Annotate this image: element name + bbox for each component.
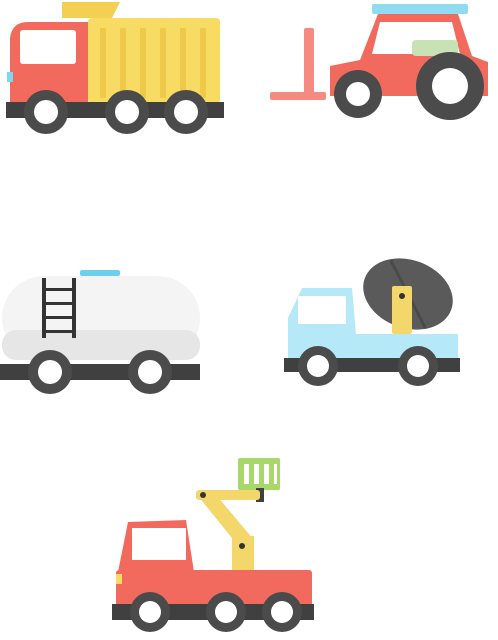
dump-truck xyxy=(6,2,224,134)
mixer-wheel xyxy=(398,346,438,386)
bucket-truck xyxy=(112,458,314,632)
tanker-wagon xyxy=(0,270,200,394)
tanker-wheel xyxy=(128,350,172,394)
dump-truck-wheel xyxy=(164,90,208,134)
tanker-wheel xyxy=(28,350,72,394)
ladder xyxy=(42,278,76,338)
bucket-truck-wheel xyxy=(130,592,170,632)
forklift xyxy=(270,4,488,120)
mixer-wheel xyxy=(298,346,338,386)
dump-truck-wheel xyxy=(105,90,149,134)
bucket-truck-wheel xyxy=(262,592,302,632)
forklift-wheel-rear xyxy=(416,52,484,120)
bucket-truck-wheel xyxy=(206,592,246,632)
dump-truck-wheel xyxy=(24,90,68,134)
forklift-wheel-front xyxy=(334,70,382,118)
cement-mixer xyxy=(284,258,460,386)
